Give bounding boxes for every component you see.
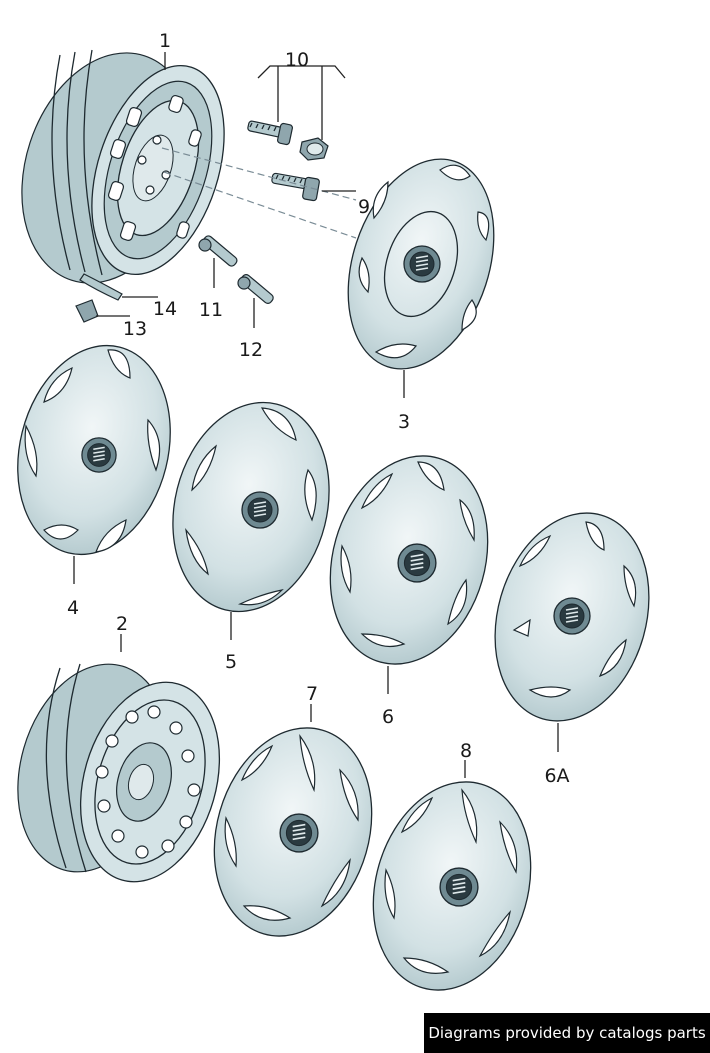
callout-6: 6 xyxy=(382,706,394,728)
hubcap-part-8 xyxy=(372,781,532,991)
callout-5: 5 xyxy=(225,651,237,673)
wheel-bolt-part-10 xyxy=(247,120,293,146)
callout-11: 11 xyxy=(199,299,223,321)
balance-weight-part-13 xyxy=(75,299,99,323)
callout-2: 2 xyxy=(116,613,128,635)
steel-rim-part-1 xyxy=(21,49,225,284)
balance-weight-part-14 xyxy=(79,273,123,301)
callout-3: 3 xyxy=(398,411,410,433)
leader-10-bracket xyxy=(257,65,346,79)
hubcap-part-3 xyxy=(347,158,495,370)
hubcap-part-4 xyxy=(17,344,171,556)
callout-9: 9 xyxy=(358,196,370,218)
hubcap-part-6 xyxy=(329,455,489,665)
callout-10: 10 xyxy=(285,49,309,71)
callout-12: 12 xyxy=(239,339,263,361)
callout-4: 4 xyxy=(67,597,79,619)
callout-7: 7 xyxy=(306,683,318,705)
axis-line-lower xyxy=(163,171,357,239)
steel-wheel-part-2 xyxy=(17,663,221,883)
callout-1: 1 xyxy=(159,30,171,52)
hubcap-part-7 xyxy=(213,727,373,937)
wheel-nut-part-10 xyxy=(299,137,329,161)
callout-13: 13 xyxy=(123,318,147,340)
credit-banner: Diagrams provided by catalogs parts xyxy=(424,1013,710,1053)
tyre-valve-part-11 xyxy=(198,235,238,267)
callout-6a: 6A xyxy=(544,765,569,787)
callout-8: 8 xyxy=(460,740,472,762)
wheel-bolt-part-9 xyxy=(271,172,320,202)
hubcap-part-5 xyxy=(172,401,330,613)
hubcap-part-6a xyxy=(494,512,650,722)
tyre-valve-part-12 xyxy=(237,273,274,305)
callout-14: 14 xyxy=(153,298,177,320)
